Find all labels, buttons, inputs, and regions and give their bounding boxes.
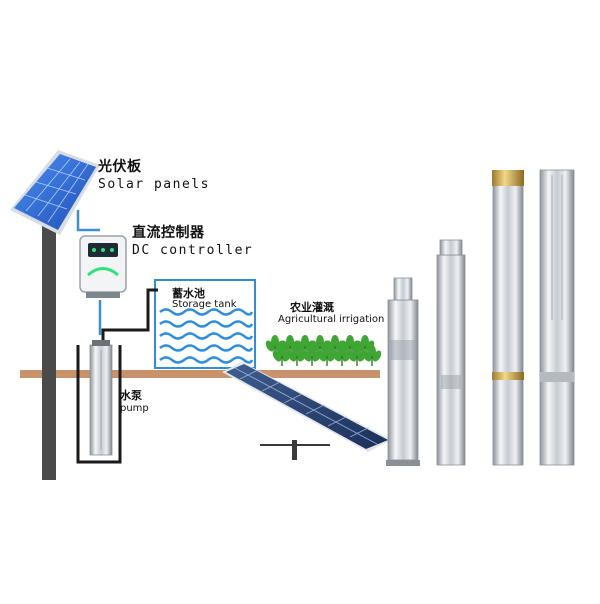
water-pipe — [101, 288, 158, 340]
controller-label-cn: 直流控制器 — [132, 225, 205, 241]
pump-product-1 — [386, 277, 420, 466]
storage-tank — [154, 279, 256, 369]
pump-label-en: pump — [120, 403, 149, 414]
pump-product-2 — [436, 239, 466, 466]
irrigation-label-en: Agricultural irrigation — [278, 314, 385, 325]
plant — [302, 345, 322, 366]
well-with-pump — [76, 340, 122, 464]
plant — [347, 345, 367, 366]
plant — [362, 345, 382, 366]
pump-product-3 — [492, 170, 524, 466]
plant — [317, 345, 337, 366]
pump-product-4 — [539, 169, 575, 466]
panel-wire — [76, 210, 100, 232]
solar-label-cn: 光伏板 — [98, 159, 142, 175]
solar-panel-top — [10, 150, 100, 235]
ground-line — [20, 370, 380, 378]
controller-label-en: DC controller — [132, 243, 254, 258]
irrigation-label-cn: 农业灌溉 — [290, 301, 334, 314]
irrigation-plants — [265, 335, 382, 366]
solar-panel-pole — [42, 220, 56, 480]
solar-panel-array — [222, 362, 392, 460]
tank-label-cn: 蓄水池 — [172, 287, 205, 300]
plant — [332, 345, 352, 366]
dc-controller — [79, 235, 127, 298]
solar-label-en: Solar panels — [98, 177, 210, 192]
pump-label-cn: 水泵 — [120, 389, 142, 402]
tank-label-en: Storage tank — [172, 299, 237, 310]
